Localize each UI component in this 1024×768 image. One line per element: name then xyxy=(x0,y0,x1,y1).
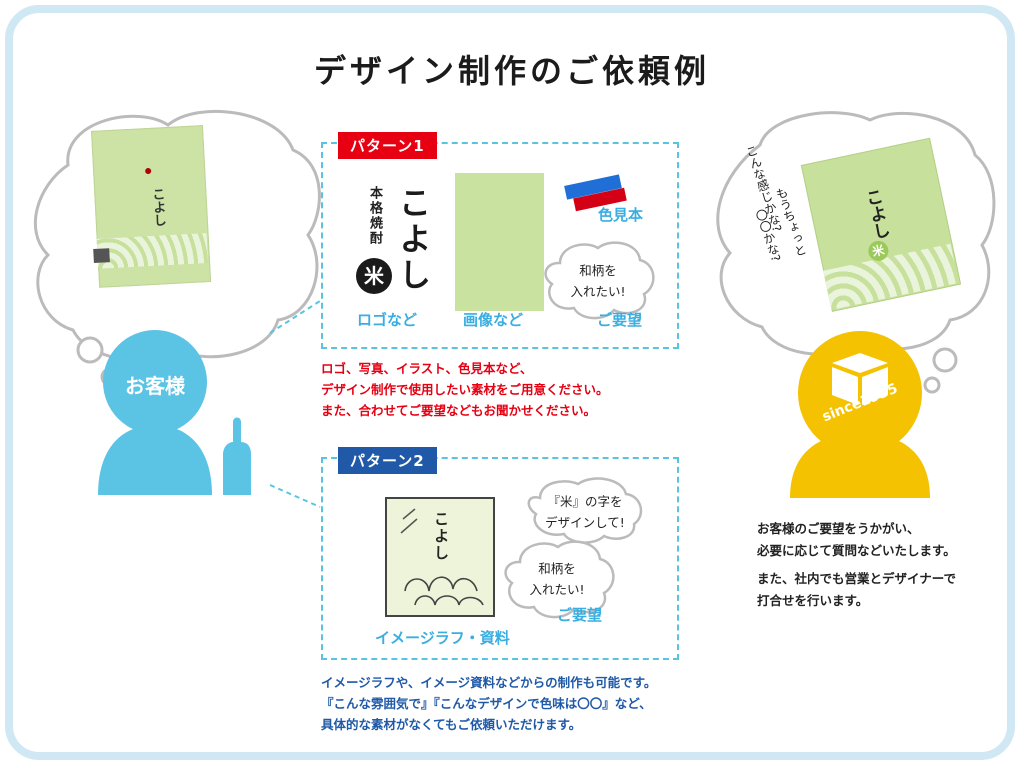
pattern2-bubble-2-line-2: 入れたい! xyxy=(529,582,585,597)
customer-package-logo-text: こよし xyxy=(149,187,167,227)
customer-label: お客様 xyxy=(125,374,185,398)
pattern1-request-caption: ご要望 xyxy=(597,311,643,329)
designer-figure xyxy=(790,331,930,498)
pattern2-bubble-1-line-1: 『米』の字を xyxy=(547,494,623,509)
pattern1-box xyxy=(321,142,679,349)
pattern2-bubble-2-line-1: 和柄を xyxy=(538,561,576,576)
pattern2-sketch-text: こよし xyxy=(432,511,450,562)
pattern2-note: イメージラフや、イメージ資料などからの制作も可能です。 『こんな雰囲気で』『こん… xyxy=(321,672,656,735)
pattern2-bubble-2-text: 和柄を 入れたい! xyxy=(514,558,600,600)
customer-package-sketch: こよし xyxy=(91,125,212,288)
page-title: デザイン制作のご依頼例 xyxy=(313,52,710,90)
pattern1-image-caption: 画像など xyxy=(463,311,524,329)
pattern2-tag: パターン2 xyxy=(338,447,437,474)
pattern2-note-line-1: イメージラフや、イメージ資料などからの制作も可能です。 xyxy=(321,675,657,690)
pattern1-vertical-label: 本格焼酎 xyxy=(367,186,382,246)
pattern2-note-line-2: 『こんな雰囲気で』『こんなデザインで色味は〇〇』など、 xyxy=(321,696,652,711)
pattern2-rough-sketch: こよし xyxy=(385,497,495,617)
designer-note-line-2: 必要に応じて質問などいたします。 xyxy=(757,543,956,558)
customer-figure xyxy=(98,330,251,495)
pattern1-tag: パターン1 xyxy=(338,132,437,159)
designer-package-sketch: こよし 米 xyxy=(791,136,969,314)
pattern2-bubble-1 xyxy=(527,477,643,544)
pattern1-logo-mark: 米 xyxy=(356,258,392,294)
designer-note-line-1: お客様のご要望をうかがい、 xyxy=(757,521,920,536)
pattern1-note-line-2: デザイン制作で使用したい素材をご用意ください。 xyxy=(321,382,609,397)
pattern2-bubble-1-text: 『米』の字を デザインして! xyxy=(530,491,640,533)
pattern1-logo-text: こよし xyxy=(394,186,432,294)
pattern1-logo-caption: ロゴなど xyxy=(357,311,418,329)
box-logo-icon xyxy=(832,353,888,405)
pattern2-bubble-1-line-2: デザインして! xyxy=(545,515,625,530)
pattern1-bubble-line-1: 和柄を xyxy=(579,263,617,278)
designer-note: お客様のご要望をうかがい、 必要に応じて質問などいたします。 また、社内でも営業… xyxy=(757,518,956,612)
pattern2-sketch-caption: イメージラフ・資料 xyxy=(375,629,510,647)
designer-note-line-4: 打合せを行います。 xyxy=(757,593,869,608)
sketch-lines xyxy=(400,508,484,606)
pattern1-request-bubble xyxy=(544,241,655,320)
designer-note-line-3: また、社内でも営業とデザイナーで xyxy=(757,571,957,586)
pattern1-bubble-line-2: 入れたい! xyxy=(570,284,626,299)
pattern1-note: ロゴ、写真、イラスト、色見本など、 デザイン制作で使用したい素材をご用意ください… xyxy=(321,358,609,421)
pattern2-note-line-3: 具体的な素材がなくてもご依頼いただけます。 xyxy=(321,717,582,732)
pattern1-note-line-3: また、合わせてご要望などもお聞かせください。 xyxy=(321,403,597,418)
pattern1-image-swatch xyxy=(455,173,544,311)
pattern2-bubble-2 xyxy=(504,540,615,619)
pattern1-bubble-text: 和柄を 入れたい! xyxy=(555,260,641,302)
pattern2-request-caption: ご要望 xyxy=(557,606,603,624)
pattern1-note-line-1: ロゴ、写真、イラスト、色見本など、 xyxy=(321,361,533,376)
pattern2-box xyxy=(321,457,679,660)
pattern1-color-caption: 色見本 xyxy=(598,206,644,224)
connector-lines xyxy=(269,300,321,508)
